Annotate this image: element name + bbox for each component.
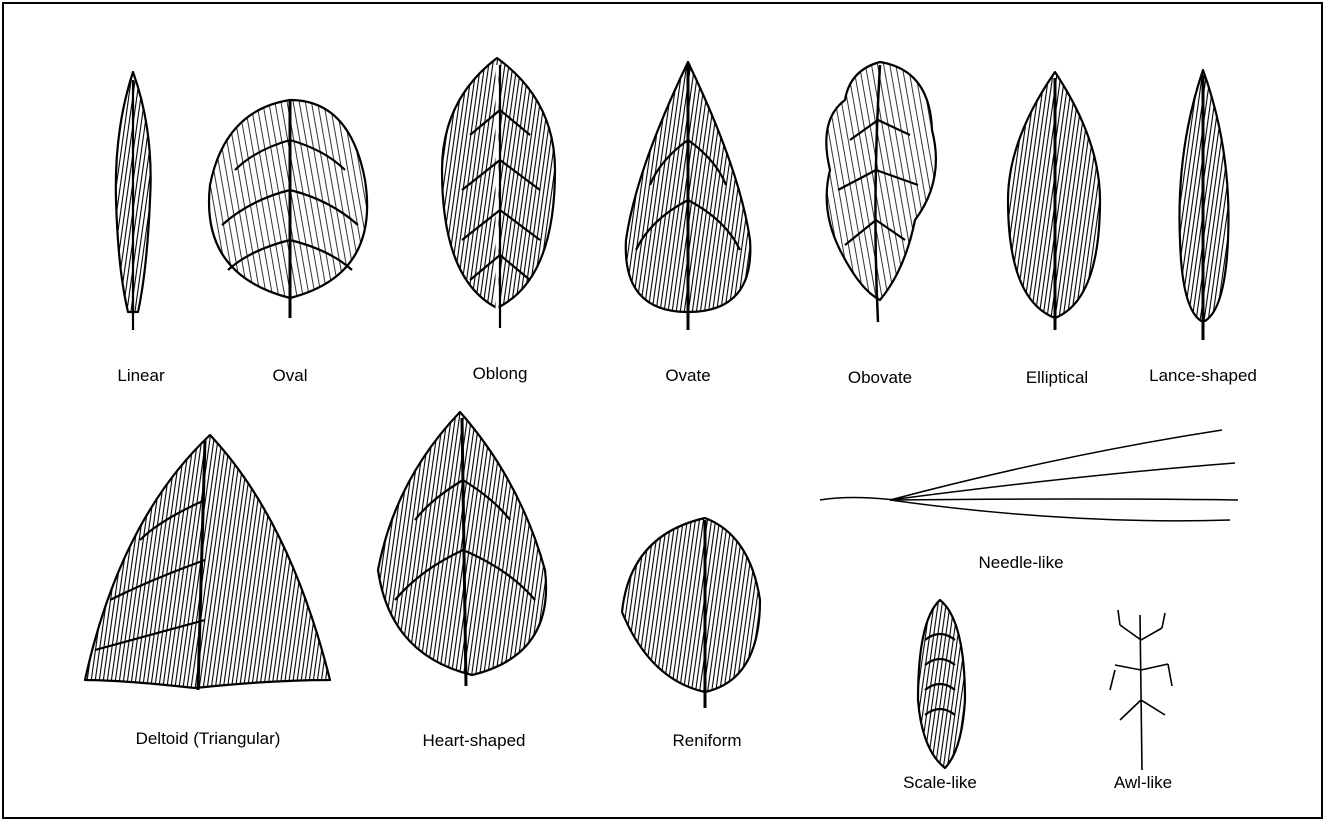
label-linear: Linear	[117, 366, 164, 386]
needle-like-leaf	[820, 430, 1238, 521]
label-scale-like: Scale-like	[903, 773, 977, 793]
lance-shaped-leaf	[1179, 70, 1228, 340]
deltoid-leaf	[85, 435, 330, 690]
heart-shaped-leaf	[378, 412, 546, 686]
linear-leaf	[116, 72, 151, 330]
obovate-leaf	[826, 62, 936, 322]
label-oval: Oval	[273, 366, 308, 386]
label-elliptical: Elliptical	[1026, 368, 1088, 388]
reniform-leaf	[622, 518, 760, 708]
label-lance-shaped: Lance-shaped	[1149, 366, 1257, 386]
label-deltoid: Deltoid (Triangular)	[136, 729, 281, 749]
ovate-leaf	[626, 62, 751, 330]
label-oblong: Oblong	[473, 364, 528, 384]
label-reniform: Reniform	[673, 731, 742, 751]
oval-leaf	[209, 100, 367, 318]
label-needle-like: Needle-like	[978, 553, 1063, 573]
scale-like-leaf	[918, 600, 965, 768]
elliptical-leaf	[1008, 72, 1100, 330]
label-obovate: Obovate	[848, 368, 912, 388]
label-heart-shaped: Heart-shaped	[422, 731, 525, 751]
oblong-leaf	[442, 58, 555, 328]
label-ovate: Ovate	[665, 366, 710, 386]
label-awl-like: Awl-like	[1114, 773, 1172, 793]
awl-like-leaf	[1110, 610, 1172, 770]
